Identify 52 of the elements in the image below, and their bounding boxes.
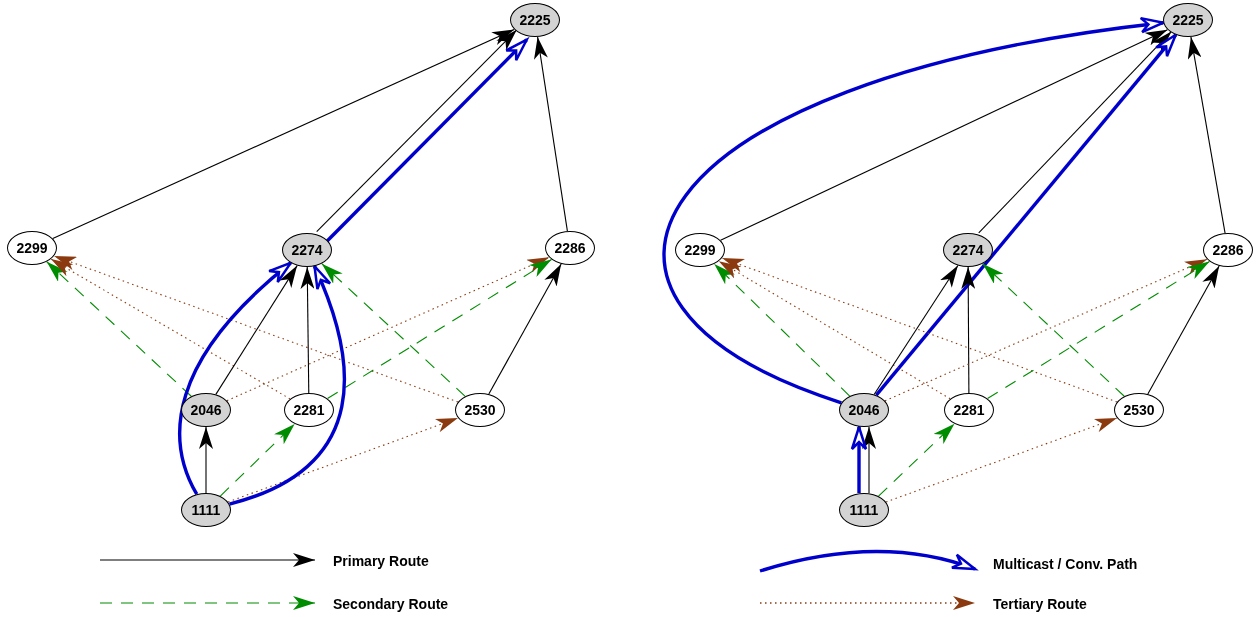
arrow [534,36,568,232]
legend-label: Primary Route [333,552,429,571]
arrow [720,29,1168,241]
arrow [885,417,1118,503]
arrow [53,255,459,403]
legend-label: Secondary Route [333,595,449,614]
arrow [178,261,292,495]
router-node: 2299 [675,233,725,267]
router-node: 2225 [1163,3,1213,37]
arrow [713,263,851,397]
arrow [46,261,192,397]
arrow [664,17,1165,405]
router-node: 2274 [282,233,332,267]
router-node: 2530 [1114,393,1164,427]
arrow [873,265,959,395]
arrow [326,258,553,400]
arrow [1187,36,1226,234]
router-node: 2281 [284,393,334,427]
router-node: 2046 [181,393,231,427]
router-node: 2225 [510,3,560,37]
router-node: 1111 [839,493,889,527]
arrow [52,28,515,240]
legend-label: Tertiary Route [993,595,1087,614]
router-node: 2299 [7,231,57,265]
router-node: 1111 [181,493,231,527]
arrow [875,33,1177,397]
arrow [878,423,955,497]
legend-label: Multicast / Conv. Path [993,555,1138,574]
arrow [1147,265,1220,395]
arrow [215,265,298,395]
arrow [862,426,876,494]
arrow [488,263,562,395]
arrow [199,426,213,494]
router-node: 2530 [455,393,505,427]
arrow [986,260,1211,400]
router-node: 2286 [1203,233,1253,267]
arrow [961,266,976,394]
router-node: 2046 [839,393,889,427]
arrow [721,257,1118,403]
arrow [321,263,466,397]
arrow [219,423,296,497]
arrow [300,266,315,394]
router-node: 2274 [943,233,993,267]
router-node: 2281 [944,393,994,427]
router-node: 2286 [545,231,595,265]
arrow [227,417,459,503]
arrow [325,38,528,243]
arrow [978,30,1173,234]
arrow [982,263,1125,397]
arrow [850,425,868,493]
arrow [316,29,518,233]
arrow [884,258,1208,402]
